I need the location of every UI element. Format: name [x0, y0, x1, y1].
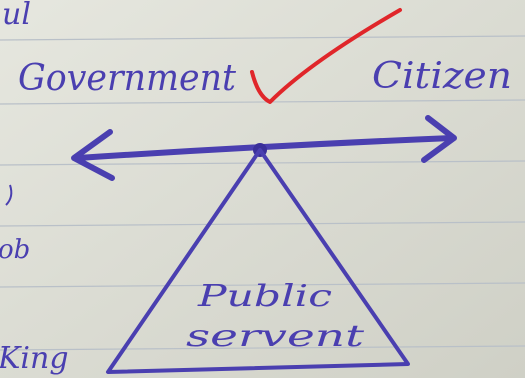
- ruled-line: [0, 282, 525, 288]
- margin-mark: [5, 184, 13, 206]
- ruled-line: [0, 99, 525, 105]
- margin-fragment-top: ul: [2, 0, 31, 32]
- label-right: Citizen: [372, 56, 512, 97]
- label-center-line1: Public: [197, 279, 333, 314]
- arrowhead-right-icon: [421, 115, 457, 163]
- margin-fragment-bottom: King: [0, 341, 69, 376]
- ruled-line: [0, 35, 525, 41]
- check-mark-icon: [250, 8, 402, 104]
- arrowhead-left-icon: [71, 129, 115, 181]
- fulcrum-triangle: [106, 148, 410, 374]
- ruled-line: [0, 221, 525, 227]
- label-center-line2: servent: [186, 319, 365, 354]
- ruled-line: [0, 345, 525, 351]
- margin-fragment-middle: ob: [0, 235, 30, 265]
- label-left: Government: [18, 58, 237, 99]
